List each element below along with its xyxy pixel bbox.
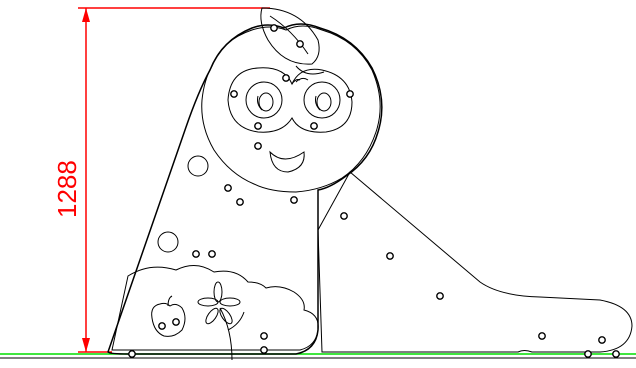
right-pupil [316, 92, 332, 112]
small-apple-stem [167, 295, 173, 307]
dimension-arrow-top [82, 8, 90, 22]
decor-circle-2 [157, 231, 179, 253]
flower-stem [219, 307, 233, 361]
dimension-arrow-bottom [82, 338, 90, 352]
bolt-hole [290, 196, 298, 204]
mouth [269, 150, 305, 173]
bolt-hole [270, 24, 278, 32]
height-dimension: 1288 [52, 7, 270, 353]
bolt-hole [346, 90, 354, 98]
petal-4 [205, 307, 219, 325]
bolt-hole [158, 322, 166, 330]
bolt-hole [296, 40, 304, 48]
petal-3 [219, 297, 241, 307]
leaf-vein [269, 15, 309, 55]
bolt-hole [260, 332, 268, 340]
decor-circle-1 [187, 155, 209, 177]
bolt-hole [236, 198, 244, 206]
right-eye [303, 81, 341, 119]
eyes [227, 67, 353, 133]
dimension-label: 1288 [52, 160, 82, 218]
right-eye-shine [315, 95, 321, 111]
eyes-outline [227, 67, 353, 133]
bolt-hole [172, 318, 180, 326]
bolt-hole [254, 122, 262, 130]
flower [197, 281, 245, 361]
stem [295, 65, 325, 75]
bolt-hole [230, 90, 238, 98]
bolt-hole [538, 332, 546, 340]
leaf [260, 7, 325, 75]
eyelash-right [295, 77, 309, 83]
bolt-holes [128, 24, 620, 358]
left-eye-shine [257, 95, 263, 111]
apple-head [201, 25, 381, 193]
petal-2 [197, 297, 219, 307]
left-pupil [258, 92, 274, 112]
bolt-hole [224, 184, 232, 192]
slide-chute [317, 171, 633, 353]
small-apple-outline [151, 302, 186, 337]
bolt-hole [128, 350, 136, 358]
flower-leaf [227, 311, 245, 331]
bolt-hole [254, 142, 262, 150]
bolt-hole [436, 292, 444, 300]
bush-panel [111, 265, 319, 351]
bolt-hole [612, 350, 620, 358]
bolt-hole [282, 74, 290, 82]
left-eye [245, 81, 283, 119]
bolt-hole [208, 250, 216, 258]
small-apple [151, 295, 186, 337]
leaf-outline [260, 7, 320, 65]
bolt-hole [598, 336, 606, 344]
bolt-hole [310, 122, 318, 130]
bolt-hole [260, 346, 268, 354]
bolt-hole [192, 250, 200, 258]
bolt-hole [340, 212, 348, 220]
bolt-hole [584, 350, 592, 358]
bolt-hole [386, 252, 394, 260]
